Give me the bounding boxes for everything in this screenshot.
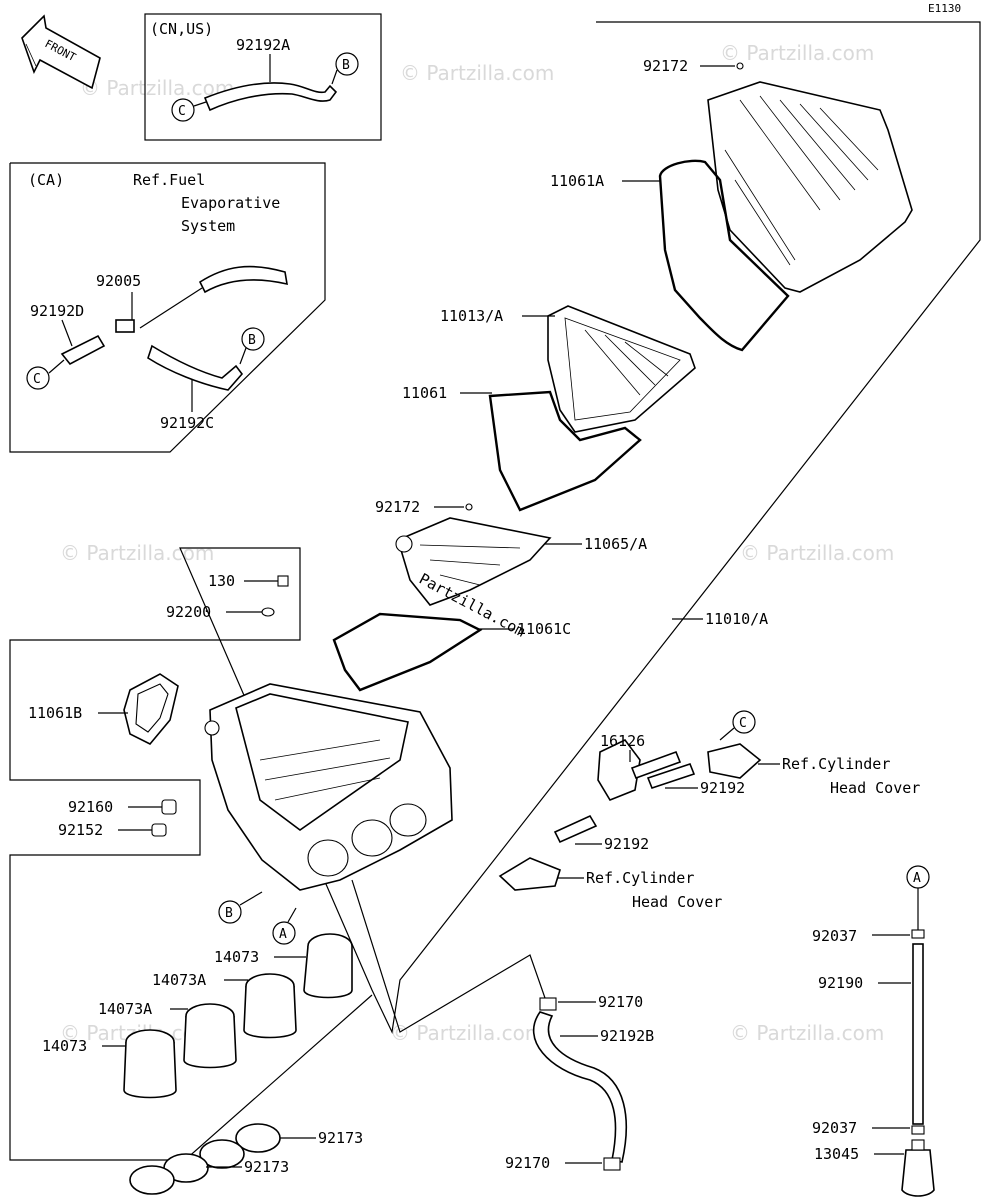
part-92200: 92200 — [166, 603, 211, 621]
air-cleaner-cover: 92172 — [643, 57, 913, 293]
ref-cyl-head-2b: Head Cover — [632, 893, 722, 911]
part-16126: 16126 — [600, 732, 645, 750]
part-11013A: 11013/A — [440, 307, 503, 325]
ca-box: (CA) Ref.Fuel Evaporative System 92005 9… — [9, 162, 326, 453]
gasket-11061 — [488, 390, 642, 512]
part-130: 130 — [208, 572, 235, 590]
part-92192-1: 92192 — [700, 779, 745, 797]
callout-c-2: C — [33, 372, 41, 387]
callout-c-1: C — [178, 104, 186, 119]
part-92037-2: 92037 — [812, 1119, 857, 1137]
callout-b-3: B — [225, 906, 233, 921]
part-11061: 11061 — [402, 384, 447, 402]
cn-us-title: (CN,US) — [150, 20, 213, 38]
part-11061C: 11061C — [517, 620, 571, 638]
part-92170-1: 92170 — [598, 993, 643, 1011]
gasket-11061C — [332, 612, 483, 692]
part-11061A: 11061A — [550, 172, 604, 190]
drain-hose — [351, 879, 628, 1171]
part-92005: 92005 — [96, 272, 141, 290]
part-92192C: 92192C — [160, 414, 214, 432]
part-92192B: 92192B — [600, 1027, 654, 1045]
watermark-4: © Partzilla.com — [60, 541, 214, 565]
part-11061B: 11061B — [28, 704, 82, 722]
cn-us-box: (CN,US) 92192A C B — [144, 13, 382, 141]
watermark-2: © Partzilla.com — [400, 61, 554, 85]
diagram-code: E1130 — [928, 2, 961, 15]
part-14073-1: 14073 — [214, 948, 259, 966]
plate-11065A — [395, 517, 552, 606]
part-11065A: 11065/A — [584, 535, 647, 553]
part-13045: 13045 — [814, 1145, 859, 1163]
part-92160: 92160 — [68, 798, 113, 816]
part-92172-top: 92172 — [643, 57, 688, 75]
watermark-7: © Partzilla.com — [390, 1021, 544, 1045]
part-14073A-2: 14073A — [98, 1000, 152, 1018]
ca-title: (CA) — [28, 171, 64, 189]
ref-cyl-head-1b: Head Cover — [830, 779, 920, 797]
part-92152: 92152 — [58, 821, 103, 839]
part-14073A-1: 14073A — [152, 971, 206, 989]
part-92170-2: 92170 — [505, 1154, 550, 1172]
part-92190: 92190 — [818, 974, 863, 992]
funnels — [123, 933, 353, 1099]
callout-a-1: A — [279, 927, 287, 942]
part-92173-2: 92173 — [244, 1158, 289, 1176]
air-filter-element — [547, 305, 696, 433]
callout-a-2: A — [913, 871, 921, 886]
ca-ref-1: Ref.Fuel — [133, 171, 205, 189]
gasket-11061B — [123, 673, 179, 745]
ref-cyl-head-1: Ref.Cylinder — [782, 755, 890, 773]
gasket-11061A — [658, 159, 790, 352]
part-92192A: 92192A — [236, 36, 290, 54]
part-92192D: 92192D — [30, 302, 84, 320]
part-92037-1: 92037 — [812, 927, 857, 945]
ca-ref-2: Evaporative — [181, 194, 280, 212]
part-92173-1: 92173 — [318, 1129, 363, 1147]
part-11010A: 11010/A — [705, 610, 768, 628]
watermark-5: © Partzilla.com — [740, 541, 894, 565]
part-92192-2: 92192 — [604, 835, 649, 853]
front-arrow: FRONT — [21, 14, 101, 90]
assembly-frame — [9, 21, 981, 1161]
ca-ref-3: System — [181, 217, 235, 235]
watermark-3: © Partzilla.com — [720, 41, 874, 65]
air-cleaner-housing — [204, 683, 453, 891]
callout-c-3: C — [739, 716, 747, 731]
callout-b-1: B — [342, 58, 350, 73]
callout-b-2: B — [248, 333, 256, 348]
ref-cyl-head-2: Ref.Cylinder — [586, 869, 694, 887]
part-14073-2: 14073 — [42, 1037, 87, 1055]
part-92172-mid: 92172 — [375, 498, 420, 516]
watermark-8: © Partzilla.com — [730, 1021, 884, 1045]
